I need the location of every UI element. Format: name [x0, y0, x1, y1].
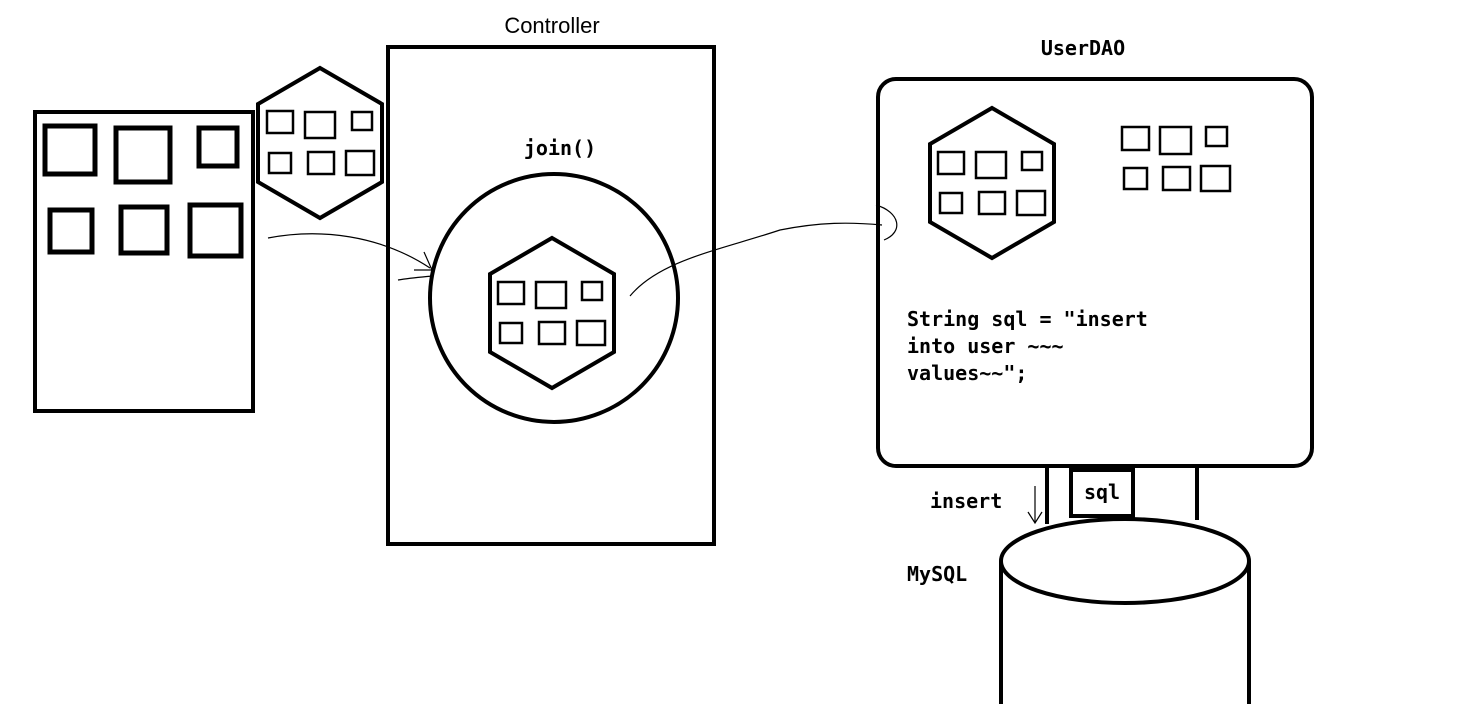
sql-code-line-3: values~~";	[907, 361, 1027, 385]
sql-code-line-2: into user ~~~	[907, 334, 1064, 358]
dto-field-box	[1204, 125, 1229, 148]
dto-field-box	[496, 280, 526, 306]
form-field-box	[113, 125, 173, 185]
dto-hexagon-dao	[928, 105, 1056, 261]
insert-arrow-head	[1027, 511, 1043, 525]
dto-field-box	[1015, 189, 1047, 217]
form-field-box	[196, 125, 240, 169]
arrow-line	[629, 222, 883, 297]
dto-field-box	[306, 150, 336, 176]
dto-field-box	[537, 320, 567, 346]
dto-field-box	[1122, 166, 1149, 191]
dto-field-box	[265, 109, 295, 135]
arrow-line	[267, 233, 431, 269]
insert-label: insert	[930, 489, 1002, 513]
dto-field-box	[575, 319, 607, 347]
dto-field-box	[1199, 164, 1232, 193]
hexagon-outline	[488, 235, 616, 391]
dto-hexagon-form	[256, 65, 384, 221]
dto-field-box	[977, 190, 1007, 216]
userdao-title: UserDAO	[1041, 36, 1125, 60]
hexagon-outline	[928, 105, 1056, 261]
arrow-tail-stroke	[397, 275, 433, 281]
arrow-head	[875, 204, 898, 241]
dto-field-box	[580, 280, 604, 302]
dto-field-box	[344, 149, 376, 177]
dto-field-box	[1158, 125, 1193, 156]
mysql-label: MySQL	[907, 562, 967, 586]
form-field-box	[118, 204, 170, 256]
join-method-label: join()	[524, 136, 596, 160]
dto-hexagon-controller	[488, 235, 616, 391]
dto-field-box	[974, 150, 1008, 180]
dto-field-box	[350, 110, 374, 132]
form-field-box	[42, 123, 98, 177]
form-panel-border	[33, 110, 255, 413]
dto-field-box	[938, 191, 964, 215]
sql-code-line-1: String sql = "insert	[907, 307, 1148, 331]
dto-field-box	[1020, 150, 1044, 172]
insert-arrow	[1027, 486, 1043, 525]
form-field-box	[47, 207, 95, 255]
arrow-form-to-controller	[267, 233, 433, 281]
form-field-box	[187, 202, 244, 259]
dto-field-box	[267, 151, 293, 175]
join-method-circle	[428, 172, 680, 424]
sql-query-label: sql	[1084, 480, 1120, 504]
dto-field-box	[1120, 125, 1151, 152]
dto-field-box	[1161, 165, 1192, 192]
dto-field-box	[936, 150, 966, 176]
dto-field-box	[303, 110, 337, 140]
dto-field-box	[534, 280, 568, 310]
dto-field-box	[498, 321, 524, 345]
sql-query-box	[1069, 468, 1135, 518]
cylinder-top	[999, 517, 1251, 605]
arrow-controller-to-dao	[629, 204, 898, 297]
mysql-database-cylinder	[999, 517, 1251, 704]
dto-fields-loose	[1120, 125, 1232, 193]
controller-box	[386, 45, 716, 546]
arrow-head	[414, 251, 433, 271]
controller-title: Controller	[504, 13, 599, 38]
userdao-box	[876, 77, 1314, 468]
hexagon-outline	[256, 65, 384, 221]
form-panel	[33, 110, 255, 413]
